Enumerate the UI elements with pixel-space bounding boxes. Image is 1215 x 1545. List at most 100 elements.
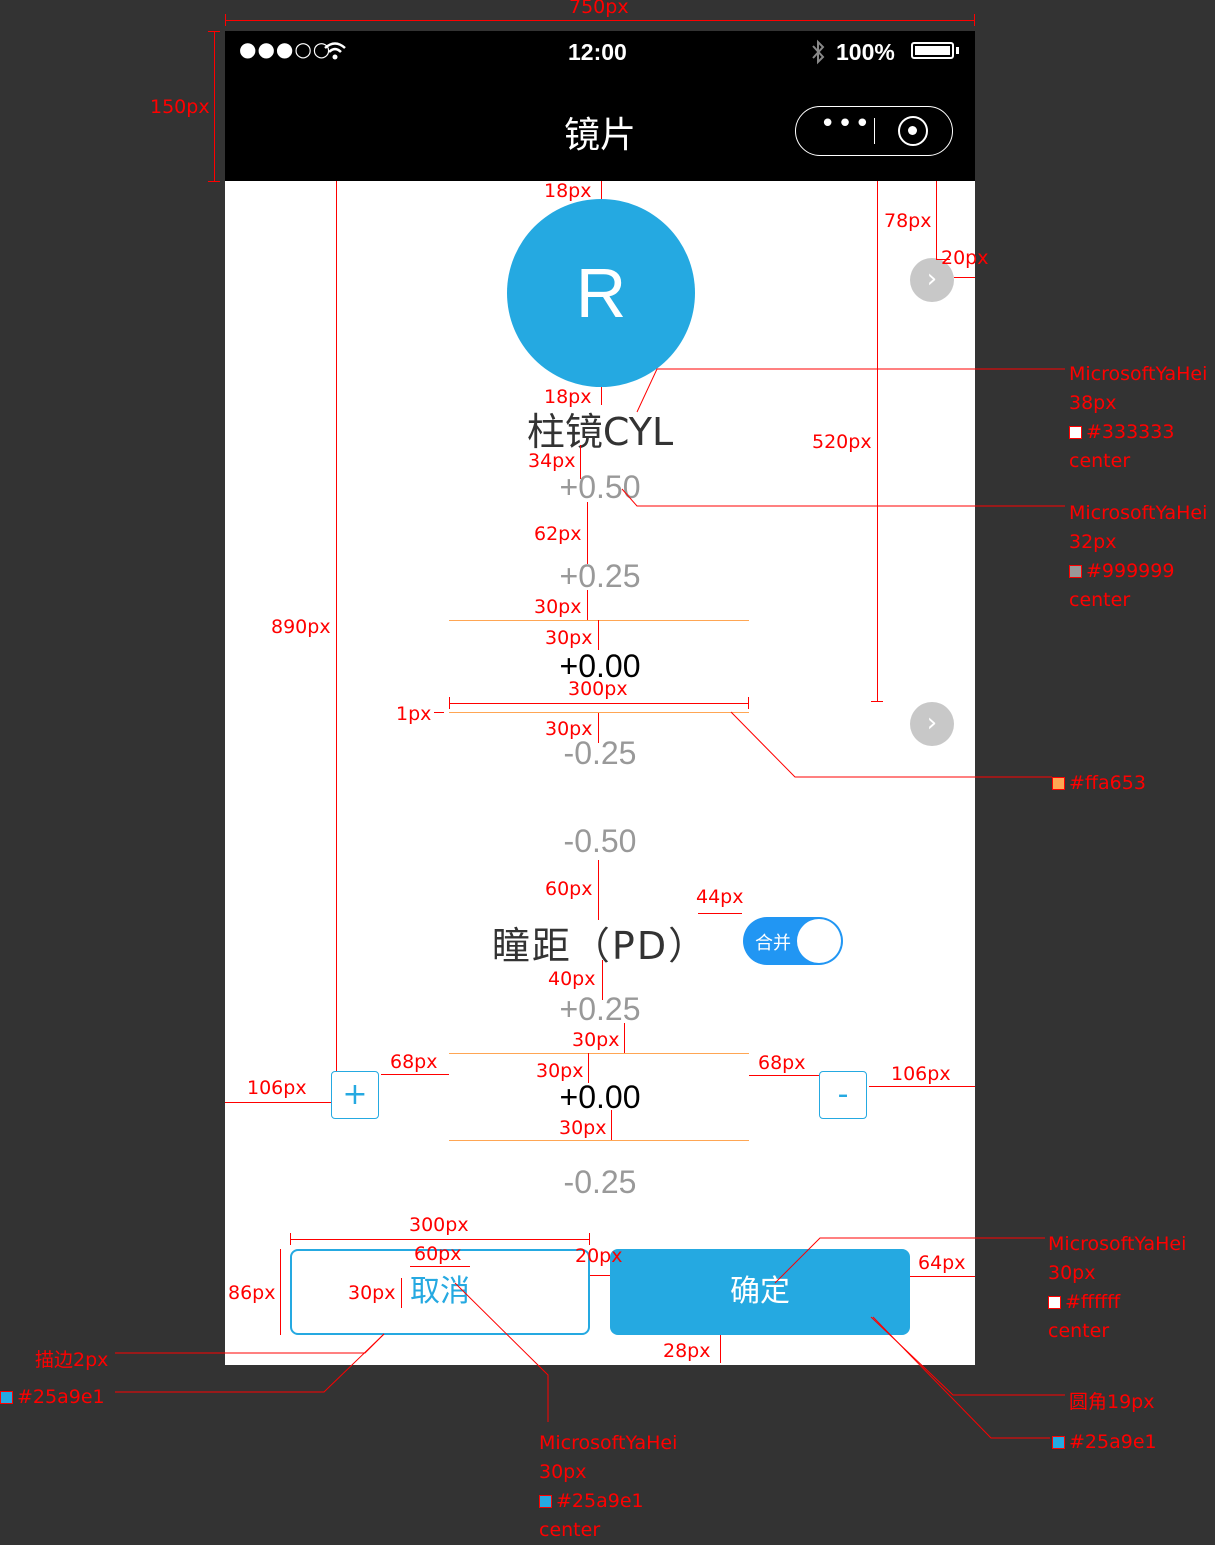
selection-line-top: [449, 1053, 749, 1054]
spec-color-text: #25a9e1: [17, 1386, 105, 1408]
cyl-label: 柱镜CYL: [526, 410, 674, 454]
dim-label: 20px: [941, 247, 989, 269]
dim-label: 68px: [390, 1051, 438, 1073]
chevron-right-icon[interactable]: ›: [910, 702, 954, 746]
spec-line-color: #ffa653: [1052, 772, 1146, 794]
toggle-knob: [797, 919, 841, 963]
close-target-icon[interactable]: [898, 116, 928, 146]
battery-tip: [956, 47, 959, 54]
spec-font: MicrosoftYaHei: [539, 1432, 678, 1454]
dim-line: [449, 703, 749, 704]
dim-label: 30px: [534, 596, 582, 618]
dim-label: 44px: [696, 886, 744, 908]
dim-label: 30px: [559, 1117, 607, 1139]
spec-color-text: #25a9e1: [556, 1490, 644, 1512]
dim-line: [869, 1086, 975, 1087]
confirm-button[interactable]: 确定: [610, 1249, 910, 1335]
dim-line: [214, 31, 215, 181]
dim-line: [877, 181, 878, 701]
dim-label: 60px: [545, 878, 593, 900]
selection-line-top: [449, 620, 749, 621]
cyl-value-selected[interactable]: +0.00: [559, 648, 641, 684]
dim-label: 30px: [572, 1029, 620, 1051]
status-time: 12:00: [568, 39, 627, 65]
avatar: R: [507, 199, 695, 387]
spec-confirm-text: MicrosoftYaHei 30px #ffffff center: [1048, 1230, 1186, 1346]
dim-label: 18px: [544, 180, 592, 202]
selection-line-bottom: [449, 1140, 749, 1141]
status-bar: ●●●○○ 12:00 100%: [225, 31, 975, 76]
dim-tick: [589, 1233, 590, 1245]
cyl-value[interactable]: +0.50: [559, 469, 641, 505]
spec-font: MicrosoftYaHei: [1069, 363, 1208, 385]
dim-line: [590, 1275, 610, 1276]
dim-line: [598, 620, 599, 650]
spec-color-text: #ffffff: [1065, 1291, 1121, 1313]
spec-stroke: 描边2px: [35, 1349, 109, 1371]
battery-percent: 100%: [836, 39, 895, 65]
dim-line: [290, 1239, 590, 1240]
dim-label: 20px: [575, 1245, 623, 1267]
spec-align: center: [1069, 450, 1131, 472]
battery-icon: [911, 42, 954, 59]
dim-tick: [974, 14, 975, 26]
page-title: 镜片: [563, 115, 636, 156]
dim-label: 150px: [150, 96, 210, 118]
dim-label: 1px: [396, 703, 432, 725]
more-icon[interactable]: •••: [820, 109, 873, 139]
dim-label: 30px: [536, 1060, 584, 1082]
dim-line: [580, 445, 581, 479]
dim-line: [381, 1074, 449, 1075]
cyl-value[interactable]: -0.25: [563, 735, 637, 771]
dim-label: 300px: [568, 678, 628, 700]
dim-label: 78px: [884, 210, 932, 232]
spec-size: 38px: [1069, 392, 1117, 414]
dim-line: [936, 181, 937, 259]
cyl-value[interactable]: +0.25: [559, 558, 641, 594]
dim-line: [910, 1276, 975, 1277]
minus-button[interactable]: -: [819, 1071, 867, 1119]
dim-line: [401, 1278, 402, 1308]
pd-value[interactable]: +0.25: [559, 991, 641, 1027]
cyl-value[interactable]: -0.50: [563, 823, 637, 859]
dim-line: [954, 277, 975, 278]
spec-align: center: [539, 1519, 601, 1541]
spec-align: center: [1069, 589, 1131, 611]
spec-cancel-text: MicrosoftYaHei 30px #25a9e1 center: [539, 1429, 677, 1545]
plus-button[interactable]: +: [331, 1071, 379, 1119]
chevron-right-icon[interactable]: ›: [910, 258, 954, 302]
wifi-icon: [324, 42, 346, 60]
cancel-button[interactable]: 取消: [290, 1249, 590, 1335]
spec-color: #25a9e1: [539, 1487, 677, 1516]
dim-label: 40px: [548, 968, 596, 990]
dim-tick: [748, 697, 749, 709]
dim-label: 520px: [812, 431, 872, 453]
pd-value[interactable]: -0.25: [563, 1164, 637, 1200]
dim-line: [749, 1075, 819, 1076]
dim-line: [598, 713, 599, 743]
dim-line: [611, 1110, 612, 1140]
merge-toggle[interactable]: 合并: [743, 917, 843, 965]
dim-line: [601, 387, 602, 405]
dim-line: [602, 960, 603, 1000]
dim-line: [698, 913, 742, 914]
spec-font: MicrosoftYaHei: [1069, 502, 1208, 524]
phone-screen: ●●●○○ 12:00 100% 镜片 ••• R › › 柱镜CYL +0.5…: [225, 31, 975, 1365]
spec-label-cyl: MicrosoftYaHei 38px #333333 center: [1069, 360, 1207, 476]
dim-label: 18px: [544, 386, 592, 408]
dim-line: [587, 502, 588, 564]
spec-color-text: #999999: [1086, 560, 1175, 582]
spec-color-text: #25a9e1: [1069, 1431, 1157, 1453]
selection-line-bottom: [449, 712, 749, 713]
pd-value-selected[interactable]: +0.00: [559, 1079, 641, 1115]
pd-label: 瞳距（PD）: [491, 924, 709, 968]
spec-size: 30px: [539, 1461, 587, 1483]
dim-line: [936, 259, 950, 260]
dim-line: [434, 712, 444, 713]
dim-line: [225, 1102, 331, 1103]
spec-align: center: [1048, 1320, 1110, 1342]
dim-label: 64px: [918, 1252, 966, 1274]
dim-line: [410, 1266, 470, 1267]
dim-label: 106px: [247, 1077, 307, 1099]
dim-label: 30px: [348, 1282, 396, 1304]
